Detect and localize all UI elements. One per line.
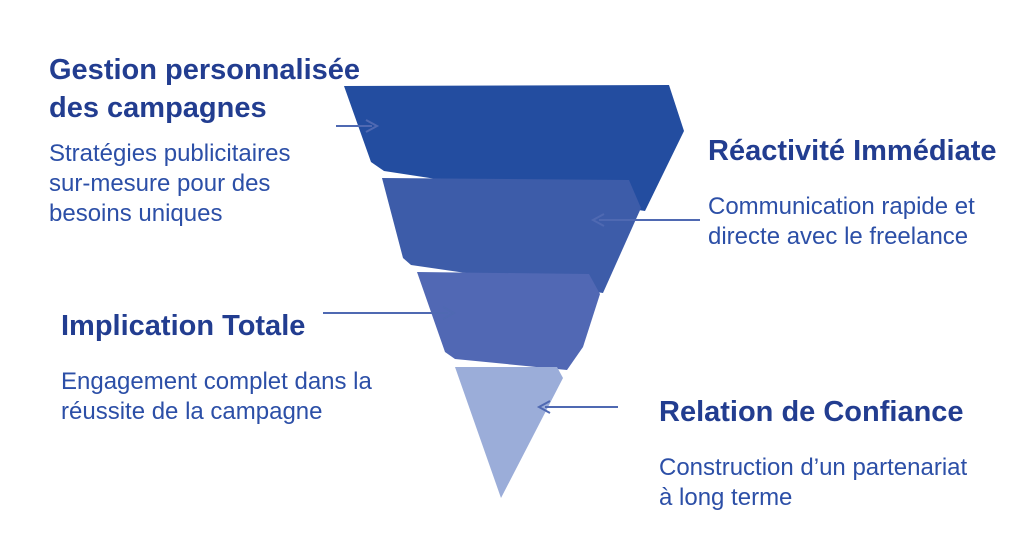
level-1-title: Gestion personnalisée des campagnes <box>49 54 361 124</box>
level-4-label: Relation de Confiance Construction d’un … <box>659 375 967 531</box>
funnel-level-2-shape <box>382 178 641 293</box>
level-1-label: Gestion personnalisée des campagnes Stra… <box>49 33 360 247</box>
funnel-level-1-shape <box>344 85 684 211</box>
level-4-title: Relation de Confiance <box>659 396 964 428</box>
level-1-description: Stratégies publicitaires sur-mesure pour… <box>49 140 291 227</box>
connector-arrow-level-4 <box>536 400 618 414</box>
connector-arrow-level-3 <box>323 306 457 320</box>
connector-arrow-level-1 <box>336 119 380 133</box>
level-2-label: Réactivité Immédiate Communication rapid… <box>708 114 997 270</box>
level-4-description: Construction d’un partenariat à long ter… <box>659 454 968 511</box>
funnel-level-4-shape <box>455 367 563 498</box>
level-2-description: Communication rapide et directe avec le … <box>708 193 975 250</box>
level-3-description: Engagement complet dans la réussite de l… <box>61 368 372 425</box>
funnel-level-3-shape <box>417 272 600 370</box>
level-3-title: Implication Totale <box>61 310 306 342</box>
connector-arrow-level-2 <box>590 213 700 227</box>
level-2-title: Réactivité Immédiate <box>708 135 997 167</box>
level-3-label: Implication Totale Engagement complet da… <box>61 289 372 445</box>
